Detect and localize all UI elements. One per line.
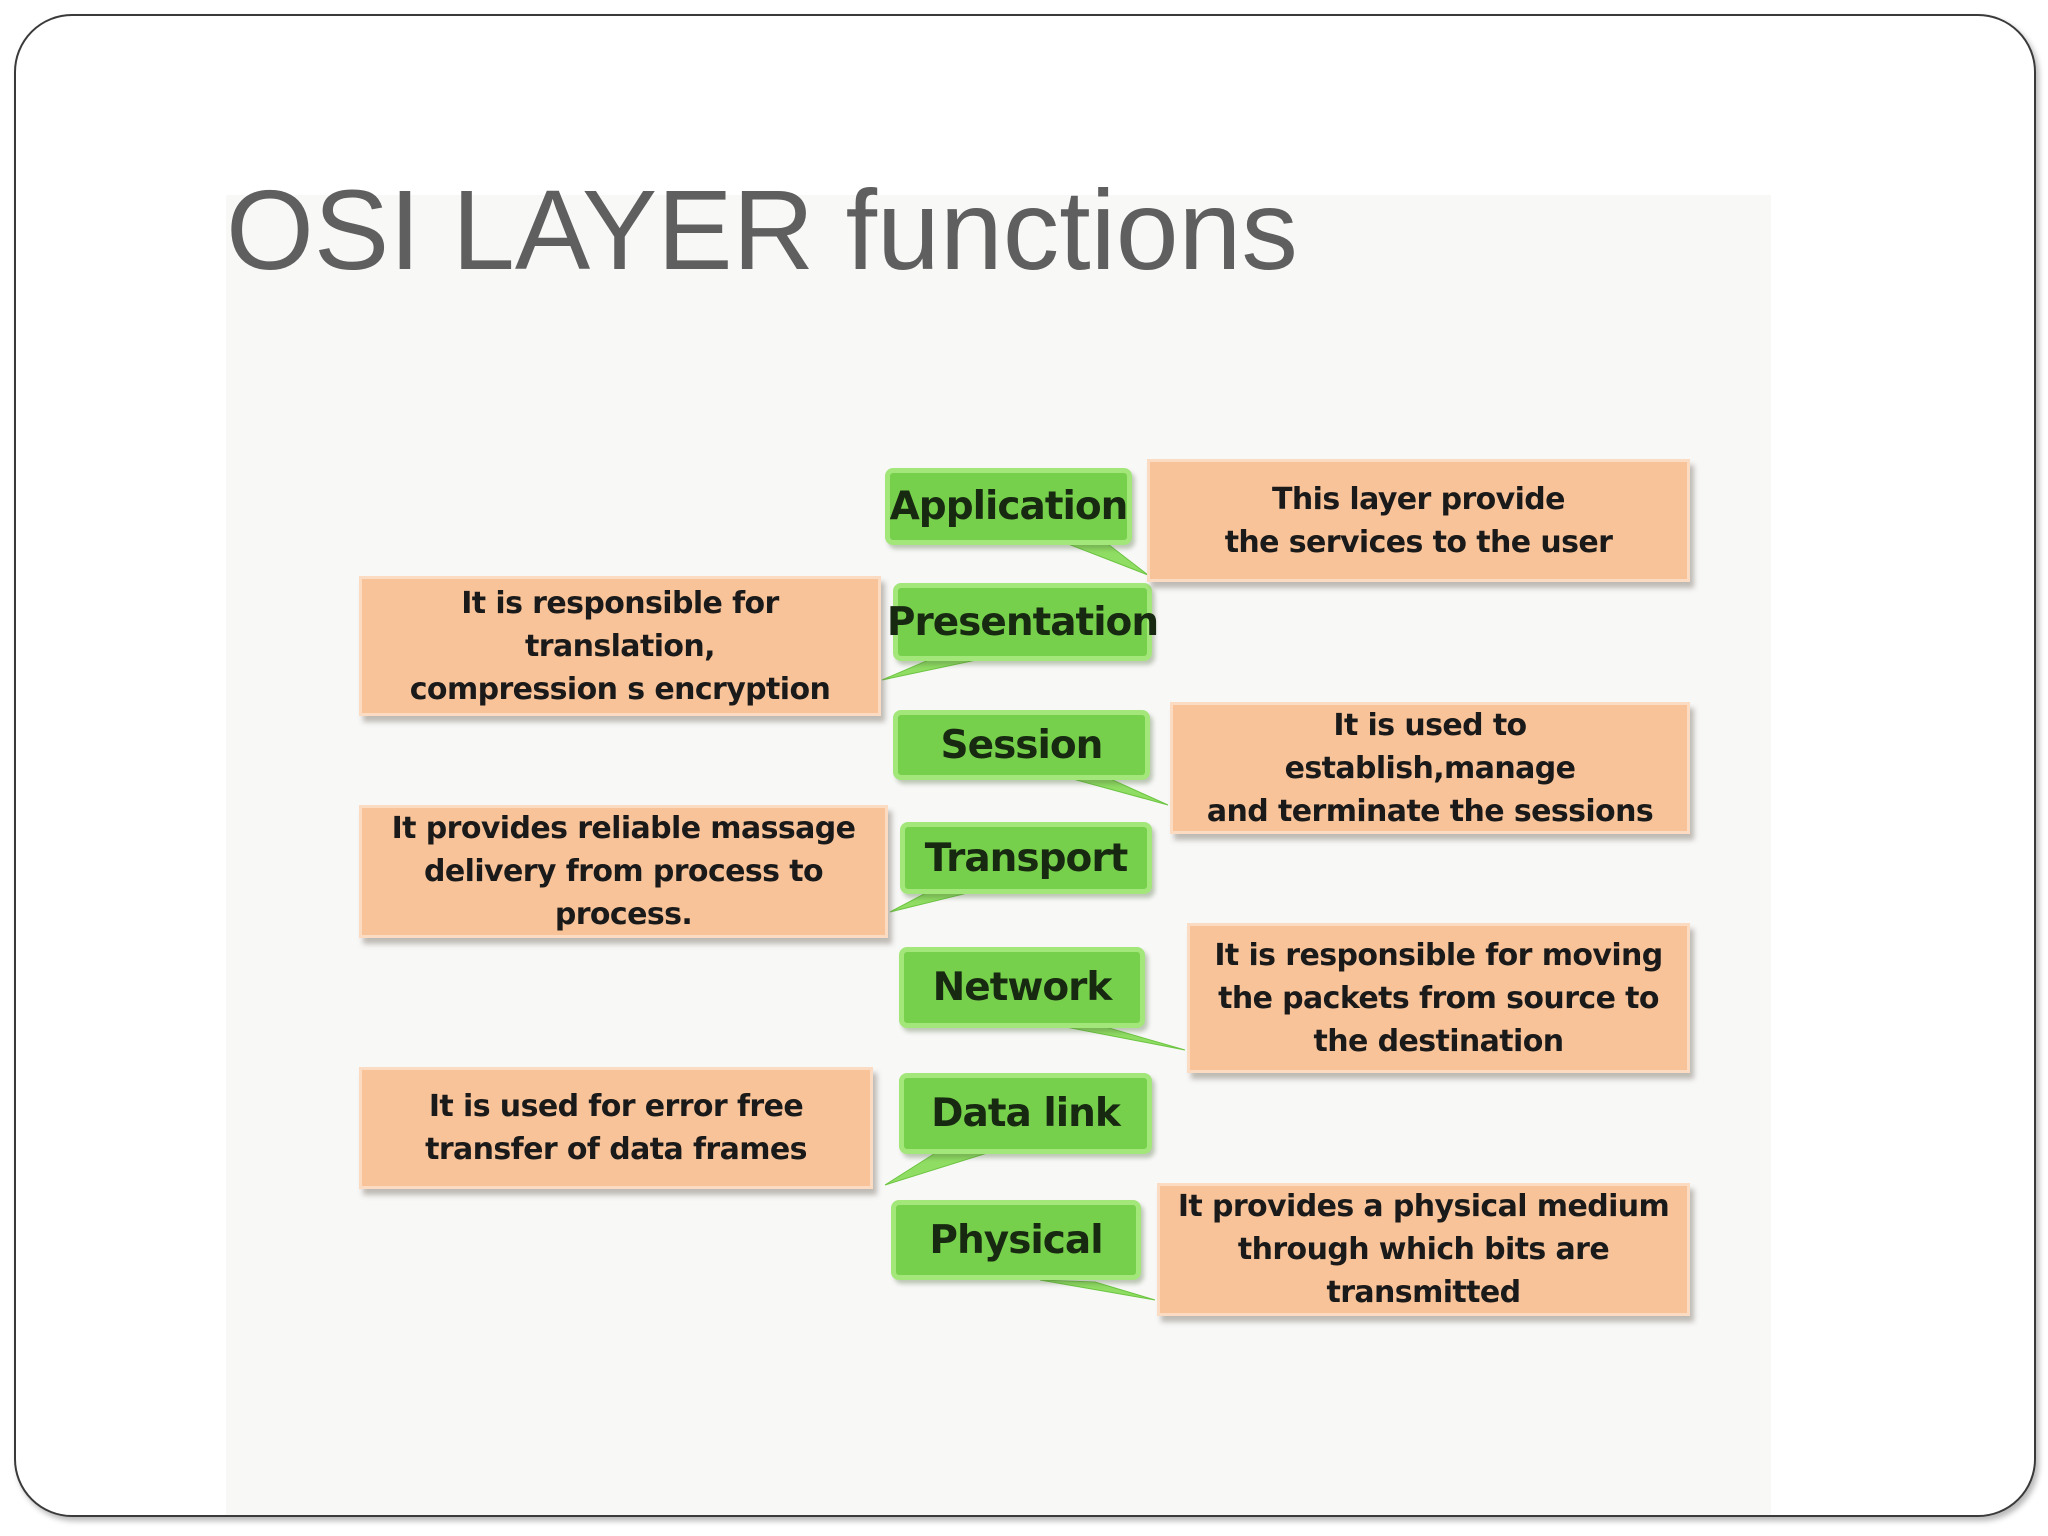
description-application: This layer provide the services to the u… [1147, 459, 1690, 582]
slide-title: OSI LAYER functions [226, 167, 1298, 293]
description-transport: It provides reliable massage delivery fr… [359, 805, 888, 938]
layer-data-link: Data link [899, 1073, 1152, 1154]
description-presentation: It is responsible for translation, compr… [359, 576, 881, 716]
description-network: It is responsible for moving the packets… [1187, 923, 1690, 1073]
description-data-link: It is used for error free transfer of da… [359, 1067, 873, 1189]
layer-network: Network [899, 947, 1145, 1028]
layer-presentation: Presentation [887, 583, 1159, 661]
layer-session: Session [893, 710, 1150, 780]
description-physical: It provides a physical medium through wh… [1157, 1183, 1690, 1316]
layer-application: Application [885, 468, 1132, 545]
layer-physical: Physical [891, 1200, 1141, 1280]
description-session: It is used to establish,manage and termi… [1170, 702, 1690, 834]
layer-transport: Transport [900, 822, 1152, 894]
